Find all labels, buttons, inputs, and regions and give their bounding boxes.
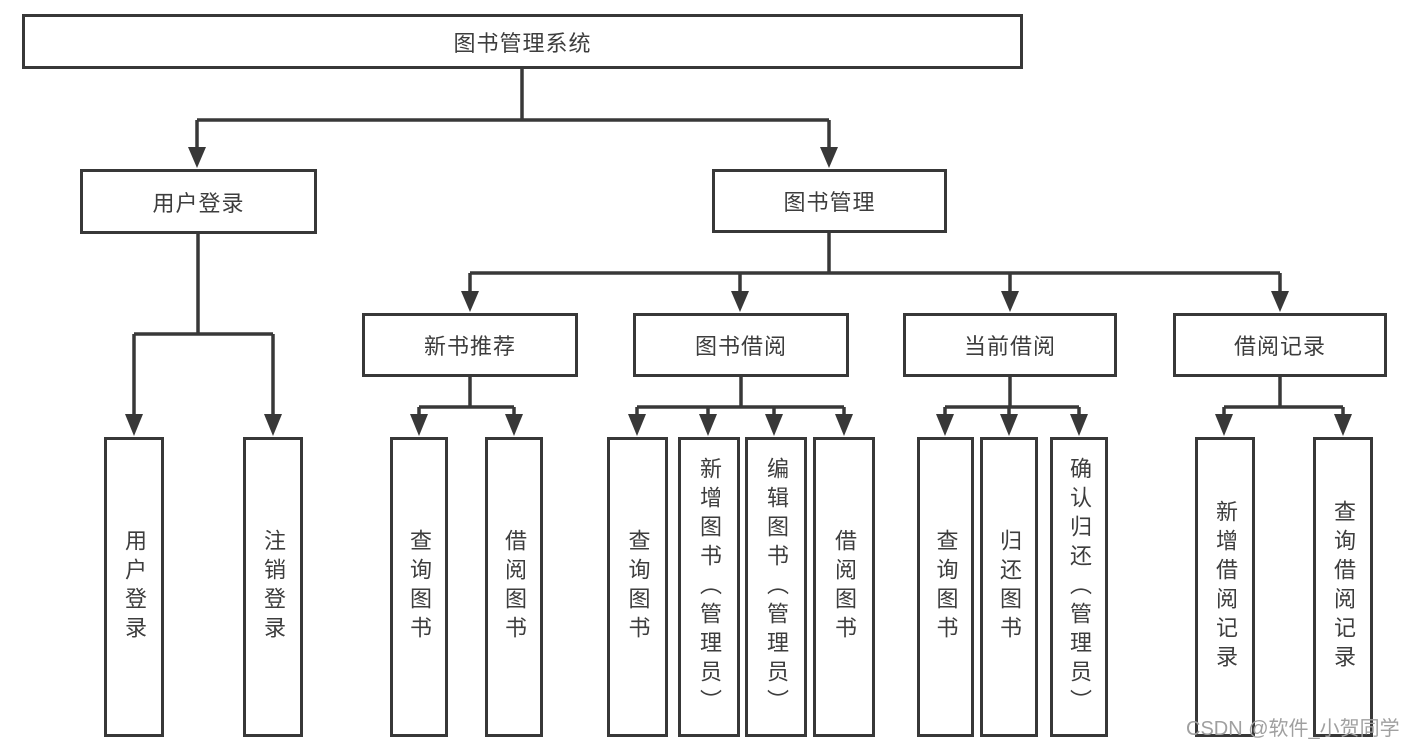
node-new-book-recommend-label: 新书推荐 [423, 334, 516, 359]
leaf-edit-book-admin-label: 编辑图书（管理员） [764, 456, 789, 718]
leaf-return-book-label: 归还图书 [997, 529, 1022, 645]
leaf-query-books-current: 查询图书 [917, 437, 974, 737]
node-user-login-branch-label: 用户登录 [152, 190, 245, 216]
node-book-management-branch: 图书管理 [712, 169, 947, 233]
leaf-add-borrow-record-label: 新增借阅记录 [1213, 500, 1238, 674]
node-book-management-branch-label: 图书管理 [783, 190, 876, 215]
leaf-logout-label: 注销登录 [261, 529, 286, 645]
node-user-login-branch: 用户登录 [80, 169, 317, 234]
leaf-add-borrow-record: 新增借阅记录 [1195, 437, 1255, 737]
connector-current-borrow-group [943, 377, 1081, 416]
node-borrow-records: 借阅记录 [1173, 313, 1387, 377]
node-root: 图书管理系统 [22, 14, 1023, 69]
leaf-borrow-books-recommend-label: 借阅图书 [502, 529, 527, 645]
leaf-logout: 注销登录 [243, 437, 303, 737]
node-current-borrow: 当前借阅 [903, 313, 1117, 377]
leaf-user-login: 用户登录 [104, 437, 164, 737]
node-book-borrow: 图书借阅 [633, 313, 849, 377]
leaf-borrow-books: 借阅图书 [813, 437, 875, 737]
connector-book-branch [468, 233, 1282, 294]
leaf-query-books-recommend-label: 查询图书 [407, 529, 432, 645]
leaf-return-book: 归还图书 [980, 437, 1038, 737]
leaf-query-books-borrow: 查询图书 [607, 437, 668, 737]
node-current-borrow-label: 当前借阅 [963, 334, 1056, 359]
node-book-borrow-label: 图书借阅 [694, 334, 787, 359]
leaf-query-borrow-record: 查询借阅记录 [1313, 437, 1373, 737]
leaf-query-borrow-record-label: 查询借阅记录 [1331, 500, 1356, 674]
leaf-edit-book-admin: 编辑图书（管理员） [745, 437, 807, 737]
node-borrow-records-label: 借阅记录 [1233, 334, 1326, 359]
connector-borrow-record-group [1222, 377, 1345, 416]
leaf-borrow-books-label: 借阅图书 [832, 529, 857, 645]
watermark: CSDN @软件_小贺同学 [1186, 718, 1400, 740]
leaf-query-books-recommend: 查询图书 [390, 437, 448, 737]
leaf-query-books-borrow-label: 查询图书 [625, 529, 651, 645]
leaf-query-books-current-label: 查询图书 [933, 529, 959, 645]
connector-new-book-group [417, 377, 516, 416]
leaf-confirm-return-admin: 确认归还（管理员） [1050, 437, 1108, 737]
leaf-add-book-admin-label: 新增图书（管理员） [697, 456, 722, 718]
leaf-borrow-books-recommend: 借阅图书 [485, 437, 543, 737]
node-root-label: 图书管理系统 [453, 30, 592, 56]
node-new-book-recommend: 新书推荐 [362, 313, 578, 377]
connector-book-borrow-group [635, 377, 846, 416]
leaf-confirm-return-admin-label: 确认归还（管理员） [1067, 456, 1092, 718]
connector-root-to-branches [195, 69, 831, 150]
connector-user-branch [132, 234, 275, 416]
leaf-user-login-label: 用户登录 [122, 529, 147, 645]
leaf-add-book-admin: 新增图书（管理员） [678, 437, 740, 737]
